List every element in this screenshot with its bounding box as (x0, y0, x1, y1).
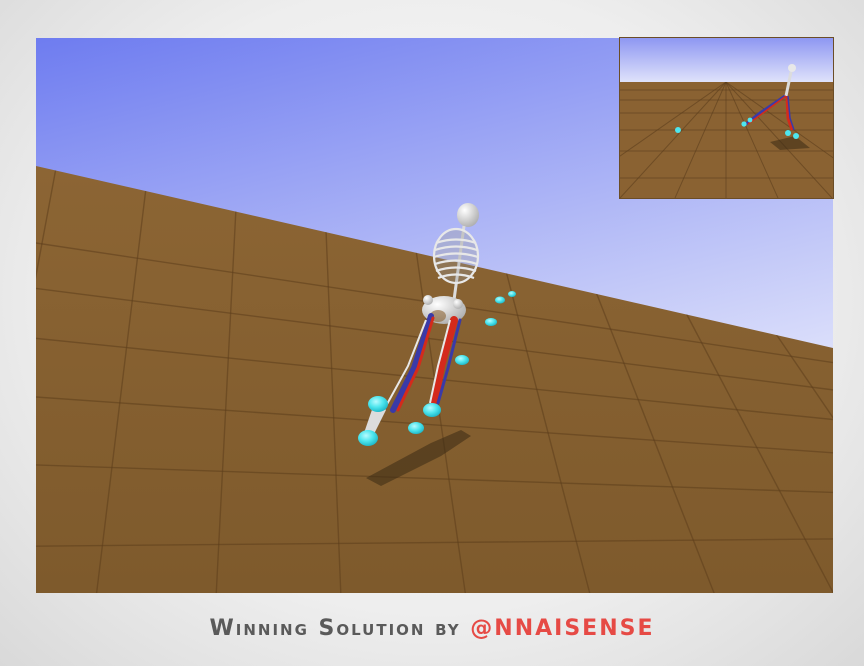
footstep-markers (358, 291, 516, 446)
inset-skeleton (745, 64, 810, 150)
overview-camera-inset (619, 37, 834, 199)
marker (455, 355, 469, 365)
marker (368, 396, 388, 412)
ribcage (432, 227, 480, 285)
marker (508, 291, 516, 297)
left-leg (364, 313, 435, 438)
inset-sky (620, 38, 833, 82)
skull (457, 203, 479, 227)
caption-handle: @NNAISENSE (470, 616, 655, 641)
marker (485, 318, 497, 326)
caption: Winning Solution by @NNAISENSE (0, 614, 864, 644)
right-leg (429, 316, 462, 407)
caption-text: Winning Solution by (209, 616, 461, 641)
marker (423, 403, 441, 417)
marker (495, 296, 505, 304)
marker (408, 422, 424, 434)
marker (358, 430, 378, 446)
skeleton-shadow (366, 430, 471, 486)
inset-markers (675, 117, 799, 139)
inset-grid (620, 82, 833, 198)
skeleton-model (364, 203, 480, 438)
